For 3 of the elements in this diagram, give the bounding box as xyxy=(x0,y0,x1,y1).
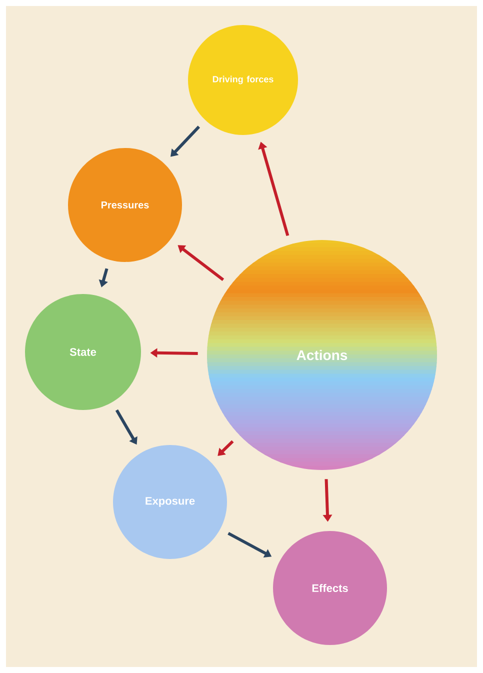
arrow xyxy=(170,126,200,157)
arrow xyxy=(218,440,234,456)
node-label: Actions xyxy=(296,350,348,360)
